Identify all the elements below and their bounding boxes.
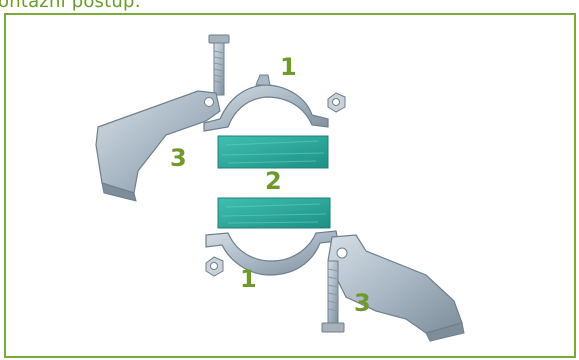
bracket-left	[96, 91, 220, 201]
label-bottom-clamp: 1	[240, 265, 257, 293]
rubber-pad-bottom	[218, 198, 330, 228]
nut-bottom	[206, 257, 223, 276]
clamp-bottom	[206, 231, 338, 275]
label-left-bracket: 3	[170, 144, 187, 172]
section-heading: ontážní postup:	[0, 0, 141, 12]
assembly-diagram: 1 2 3 1 3	[6, 15, 574, 356]
rubber-pad-top	[218, 136, 328, 168]
label-pads: 2	[265, 167, 282, 195]
label-top-clamp: 1	[280, 53, 297, 81]
label-right-bracket: 3	[354, 289, 371, 317]
bolt-top	[209, 35, 229, 95]
bracket-right	[328, 235, 464, 341]
assembly-figure-frame: 1 2 3 1 3	[4, 13, 576, 358]
nut-top	[328, 93, 345, 112]
